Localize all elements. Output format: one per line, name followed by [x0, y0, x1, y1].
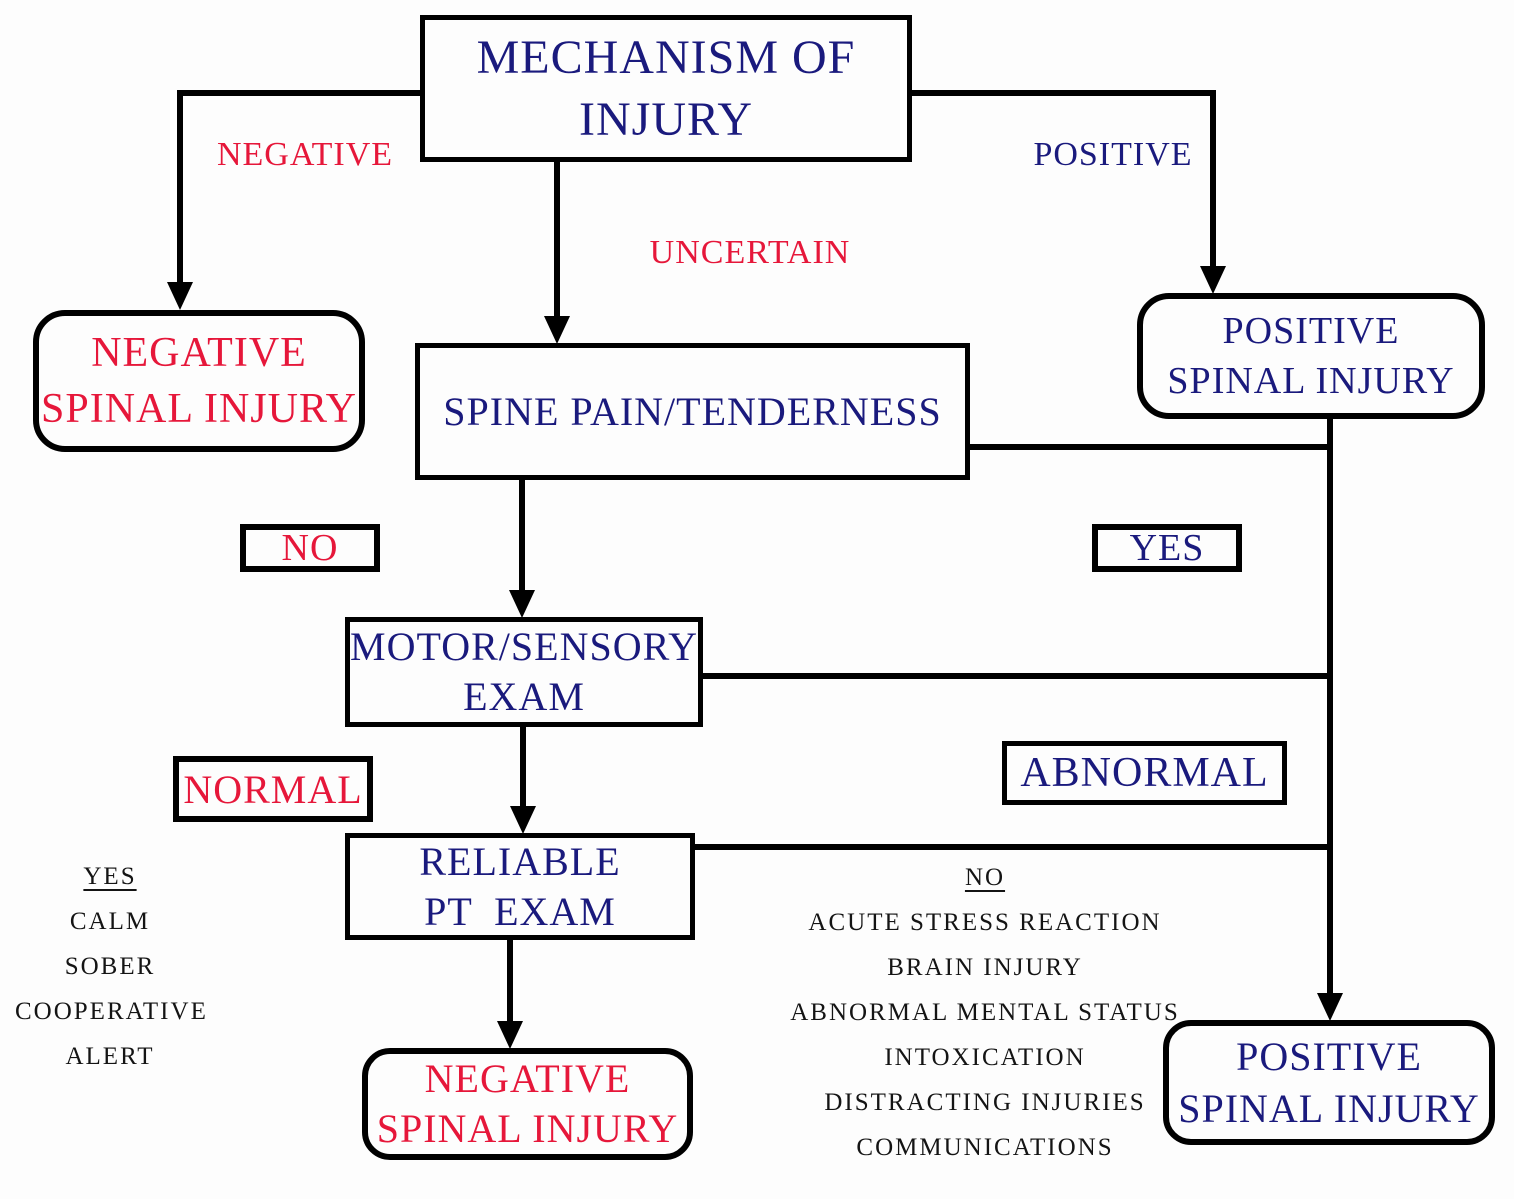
- terminator-positive-bottom-line1: POSITIVE: [1236, 1033, 1422, 1079]
- arrowhead-positive-branch-icon: [1200, 266, 1226, 294]
- terminator-negative-left-line2: SPINAL INJURY: [41, 386, 357, 432]
- arrowhead-positive-bottom-icon: [1317, 993, 1343, 1021]
- tag-yes: YES: [1092, 524, 1242, 572]
- tag-abnormal-label: ABNORMAL: [1020, 750, 1269, 796]
- list-item: BRAIN INJURY: [887, 954, 1083, 981]
- list-item: ACUTE STRESS REACTION: [808, 909, 1162, 936]
- node-mechanism-line2: INJURY: [578, 92, 754, 146]
- terminator-negative-bottom-line2: SPINAL INJURY: [376, 1106, 679, 1151]
- list-item: COMMUNICATIONS: [856, 1134, 1114, 1161]
- terminator-positive-bottom-line2: SPINAL INJURY: [1178, 1085, 1480, 1131]
- label-negative: NEGATIVE: [190, 136, 420, 174]
- node-motor-sensory-line2: EXAM: [463, 674, 585, 719]
- node-mechanism-line1: MECHANISM OF: [476, 30, 856, 84]
- edge-spine-yes-horizontal: [966, 444, 1333, 450]
- terminator-negative-bottom-line1: NEGATIVE: [424, 1056, 631, 1101]
- tag-normal: NORMAL: [173, 756, 373, 822]
- edge-motor-reliable-vertical: [520, 725, 526, 810]
- terminator-negative-spinal-injury-bottom: NEGATIVE SPINAL INJURY: [362, 1048, 693, 1160]
- edge-reliable-negative-vertical: [507, 938, 513, 1024]
- terminator-negative-spinal-injury-left: NEGATIVE SPINAL INJURY: [33, 310, 365, 452]
- node-spine-pain-label: SPINE PAIN/TENDERNESS: [443, 389, 942, 434]
- tag-abnormal: ABNORMAL: [1002, 741, 1287, 805]
- edge-mechanism-positive-vertical: [1210, 90, 1216, 270]
- label-uncertain: UNCERTAIN: [630, 234, 870, 272]
- list-item: DISTRACTING INJURIES: [824, 1089, 1146, 1116]
- tag-no: NO: [240, 524, 380, 572]
- tag-no-label: NO: [281, 527, 339, 569]
- arrowhead-normal-branch-icon: [510, 806, 536, 834]
- node-spine-pain-tenderness: SPINE PAIN/TENDERNESS: [415, 343, 970, 480]
- unreliable-criteria-list: NO ACUTE STRESS REACTION BRAIN INJURY AB…: [770, 855, 1200, 1170]
- node-motor-sensory-exam: MOTOR/SENSORY EXAM: [345, 617, 703, 727]
- terminator-positive-right-line2: SPINAL INJURY: [1167, 360, 1455, 402]
- tag-yes-label: YES: [1129, 527, 1205, 569]
- edge-mechanism-negative-vertical: [177, 90, 183, 286]
- list-item: COOPERATIVE: [15, 998, 208, 1025]
- label-negative-text: NEGATIVE: [216, 136, 394, 173]
- label-positive-text: POSITIVE: [1033, 136, 1193, 173]
- reliable-criteria-list: YES CALM SOBER COOPERATIVE ALERT: [15, 854, 208, 1079]
- unreliable-criteria-heading: NO: [964, 864, 1006, 891]
- node-reliable-line1: RELIABLE: [419, 838, 621, 884]
- list-item: ALERT: [65, 1043, 155, 1070]
- arrowhead-negative-branch-icon: [167, 282, 193, 310]
- edge-spine-motor-vertical: [519, 478, 525, 593]
- node-reliable-pt-exam: RELIABLE PT EXAM: [345, 833, 695, 940]
- list-item: ABNORMAL MENTAL STATUS: [790, 999, 1180, 1026]
- list-item: CALM: [69, 908, 151, 935]
- arrowhead-no-branch-icon: [509, 590, 535, 618]
- edge-mechanism-positive-horizontal: [912, 90, 1216, 96]
- terminator-positive-right-line1: POSITIVE: [1222, 310, 1400, 352]
- arrowhead-uncertain-branch-icon: [544, 316, 570, 344]
- terminator-positive-spinal-injury-bottom: POSITIVE SPINAL INJURY: [1163, 1020, 1495, 1145]
- node-motor-sensory-line1: MOTOR/SENSORY: [350, 624, 698, 669]
- edge-reliable-no-horizontal: [692, 844, 1333, 850]
- reliable-criteria-heading: YES: [83, 863, 137, 890]
- edge-mechanism-negative-horizontal: [177, 90, 420, 96]
- label-uncertain-text: UNCERTAIN: [649, 234, 851, 271]
- label-positive: POSITIVE: [998, 136, 1228, 174]
- node-reliable-line2: PT EXAM: [424, 888, 616, 934]
- edge-motor-abnormal-horizontal: [700, 673, 1333, 679]
- terminator-negative-left-line1: NEGATIVE: [91, 330, 307, 376]
- terminator-positive-spinal-injury-right: POSITIVE SPINAL INJURY: [1137, 293, 1485, 419]
- edge-mechanism-spine-vertical: [554, 160, 560, 318]
- list-item: SOBER: [64, 953, 156, 980]
- list-item: INTOXICATION: [884, 1044, 1086, 1071]
- edge-positive-trunk-vertical: [1327, 416, 1333, 996]
- tag-normal-label: NORMAL: [183, 766, 363, 812]
- node-mechanism-of-injury: MECHANISM OF INJURY: [420, 15, 912, 162]
- arrowhead-negative-bottom-icon: [497, 1021, 523, 1049]
